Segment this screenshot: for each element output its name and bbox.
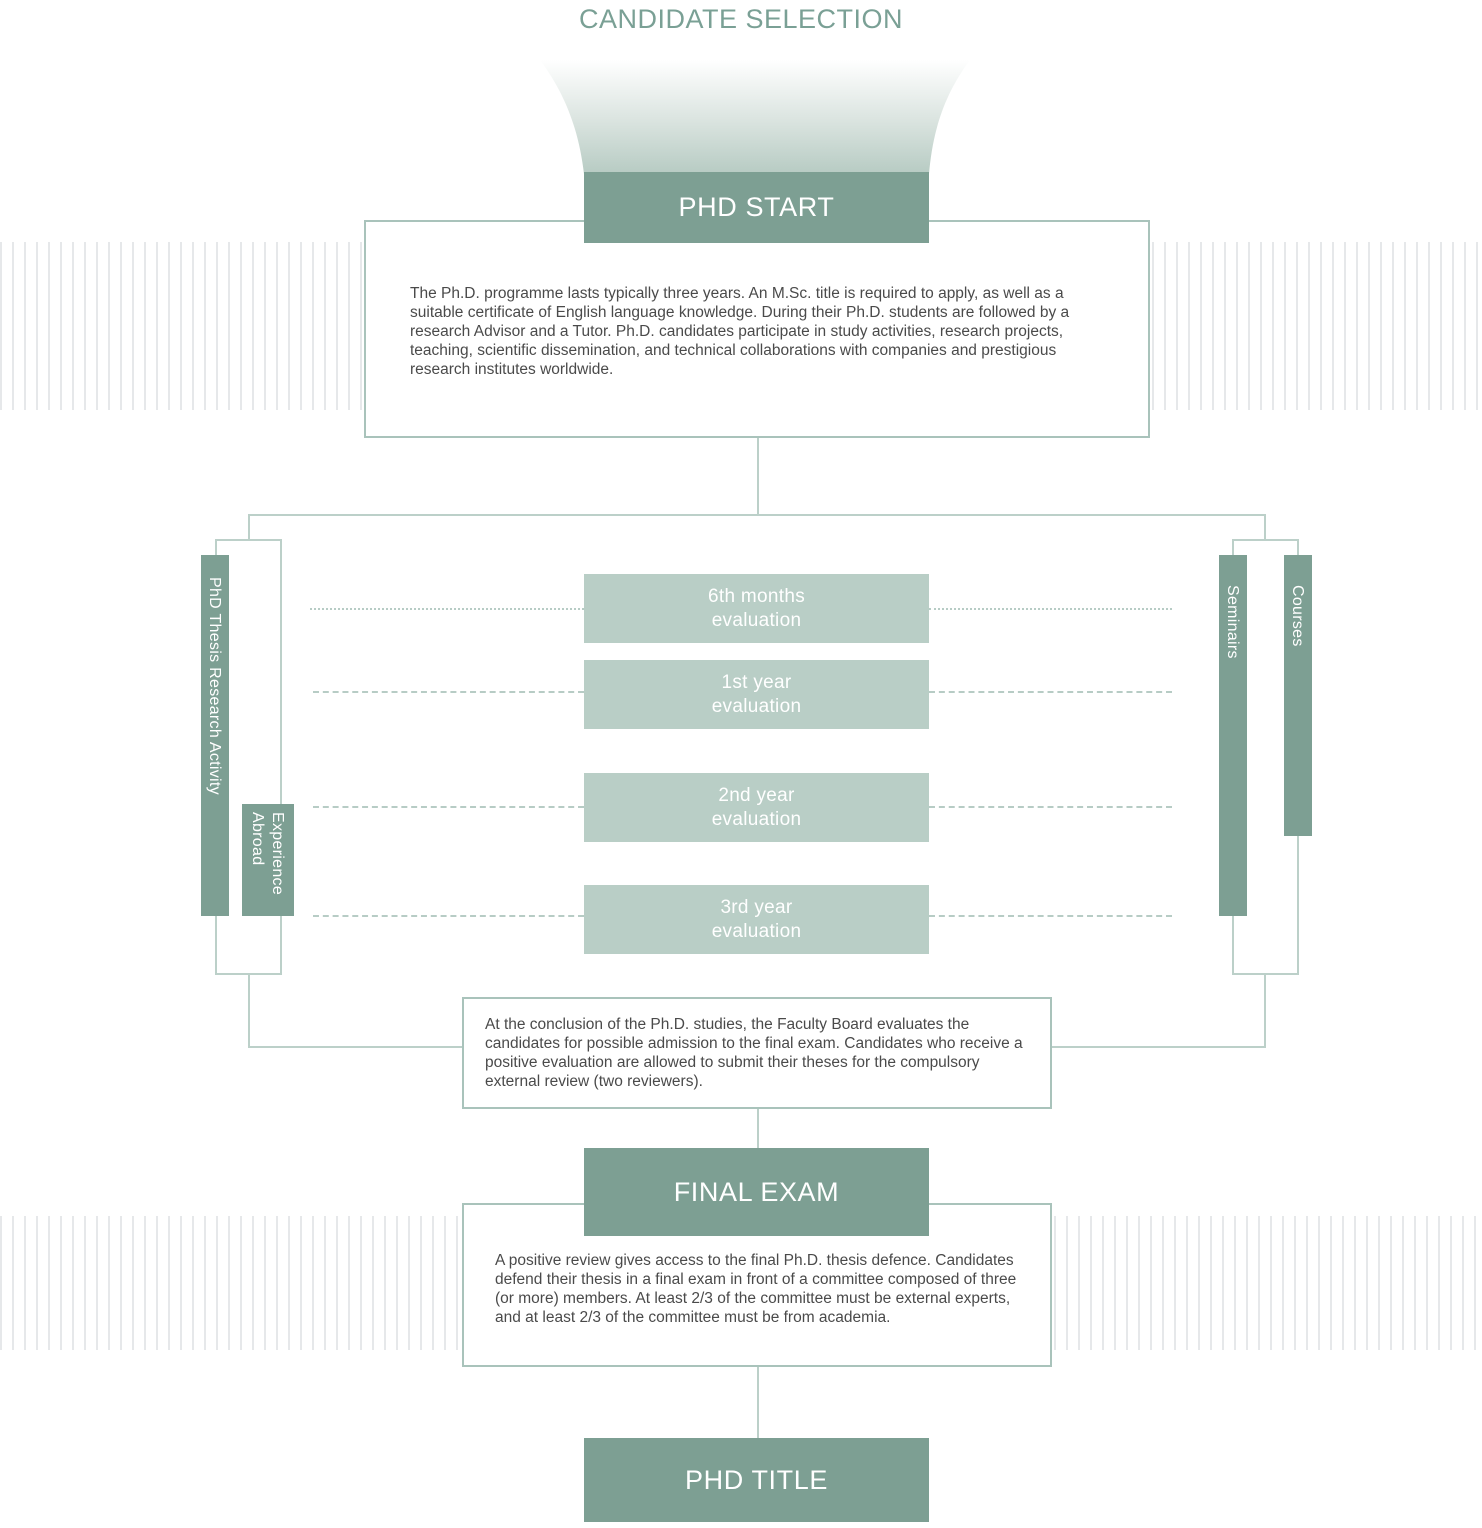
connector-final-exam-down [757,1367,759,1439]
thesis-research-label: PhD Thesis Research Activity [206,577,223,795]
evaluation-6th-months-line1: 6th months [708,585,805,607]
evaluation-3rd-year: 3rd year evaluation [584,885,929,954]
guide-line-6th-months-left [310,608,584,610]
evaluation-1st-year-line1: 1st year [721,671,792,693]
phd-start-description: The Ph.D. programme lasts typically thre… [410,285,1070,378]
connector-conclusion-down [757,1109,759,1149]
experience-abroad-bar: Experience Abroad [242,804,294,916]
evaluation-6th-months: 6th months evaluation [584,574,929,643]
left-to-conclusion [248,1046,464,1048]
evaluation-2nd-year-line2: evaluation [711,808,802,830]
stripe-band-bottom-left [0,1216,460,1350]
left-bracket-top [215,539,282,541]
guide-line-3rd-year-right [929,915,1172,917]
final-exam-header: FINAL EXAM [584,1148,929,1236]
guide-line-2nd-year-left [313,806,584,808]
guide-line-6th-months-right [929,608,1172,610]
connector-right-outer-top [1264,514,1266,540]
connector-left-outer-top [248,514,250,540]
connector-start-down [757,438,759,515]
courses-label: Courses [1289,585,1306,647]
phd-start-header: PHD START [584,172,929,243]
connector-top-bracket [248,514,1266,516]
evaluation-2nd-year-line1: 2nd year [718,784,795,806]
thesis-research-bar: PhD Thesis Research Activity [201,555,229,916]
evaluation-3rd-year-line2: evaluation [711,920,802,942]
guide-line-2nd-year-right [929,806,1172,808]
selection-funnel [540,60,970,174]
left-bracket-down [248,973,250,1048]
experience-abroad-label-line1: Experience [269,812,286,896]
stripe-band-bottom-right [1054,1216,1482,1350]
evaluation-2nd-year: 2nd year evaluation [584,773,929,842]
evaluation-3rd-year-line1: 3rd year [720,896,793,918]
guide-line-1st-year-left [313,691,584,693]
conclusion-box: At the conclusion of the Ph.D. studies, … [462,997,1052,1109]
guide-line-3rd-year-left [313,915,584,917]
left-bracket-right [280,539,282,975]
conclusion-description: At the conclusion of the Ph.D. studies, … [485,1016,1023,1090]
guide-line-1st-year-right [929,691,1172,693]
final-exam-description: A positive review gives access to the fi… [495,1252,1017,1326]
right-bracket-top [1232,539,1299,541]
stripe-band-top-right [1152,242,1482,410]
right-to-conclusion [1050,1046,1266,1048]
evaluation-1st-year: 1st year evaluation [584,660,929,729]
candidate-selection-title: CANDIDATE SELECTION [578,4,904,34]
right-bracket-down [1264,973,1266,1048]
seminars-label: Seminairs [1224,585,1241,659]
experience-abroad-label-line2: Abroad [249,812,266,866]
phd-start-description-box: The Ph.D. programme lasts typically thre… [364,220,1150,438]
evaluation-1st-year-line2: evaluation [711,695,802,717]
stripe-band-top-left [0,242,362,410]
phd-title-header: PHD TITLE [584,1438,929,1522]
courses-bar: Courses [1284,555,1312,836]
seminars-bar: Seminairs [1219,555,1247,916]
evaluation-6th-months-line2: evaluation [711,609,802,631]
